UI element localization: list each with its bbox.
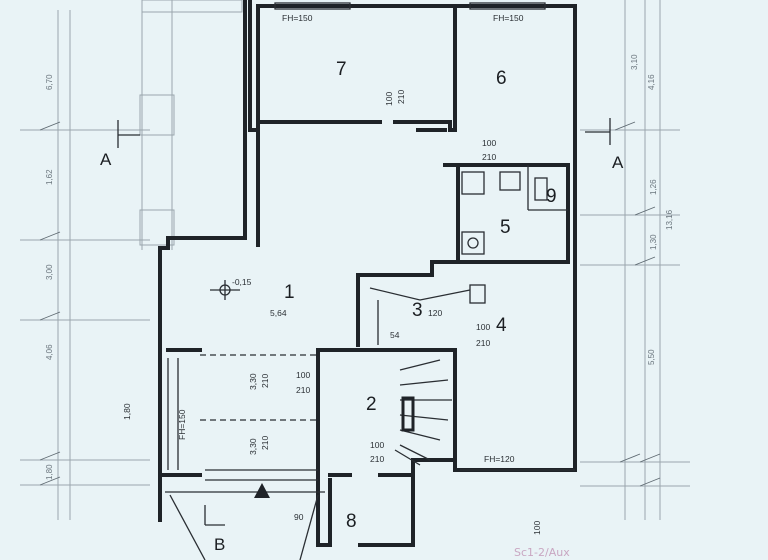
dim-left-1: 6,70 bbox=[45, 74, 54, 90]
room-6-label: 6 bbox=[496, 68, 507, 89]
door-4-num: 100 bbox=[476, 322, 490, 332]
dim-left-2: 1,62 bbox=[45, 169, 54, 185]
right-dimension-chain: 3,10 4,16 1,26 1,30 13,16 5,50 bbox=[580, 0, 690, 520]
walls bbox=[158, 0, 577, 560]
room-5-label: 5 bbox=[500, 217, 511, 238]
door-8-num: 100 bbox=[370, 440, 384, 450]
dim-right-4: 1,30 bbox=[649, 234, 658, 250]
dim-right-6: 5,50 bbox=[647, 349, 656, 365]
left-dimension-chain: 6,70 1,62 3,00 4,06 1,80 bbox=[20, 0, 243, 520]
room-9-label: 9 bbox=[546, 186, 557, 207]
door-2-den: 210 bbox=[296, 385, 310, 395]
dim-left-3: 3,00 bbox=[45, 264, 54, 280]
door-2-num: 100 bbox=[296, 370, 310, 380]
section-a-left: A bbox=[100, 150, 112, 169]
stamp-text: Sc1-2/Aux bbox=[514, 546, 570, 559]
door-5-num: 100 bbox=[482, 138, 496, 148]
room-8-label: 8 bbox=[346, 511, 357, 532]
door-8-den: 210 bbox=[370, 454, 384, 464]
annotations: FH=150 FH=150 100 210 100 210 -0,15 5,64… bbox=[122, 13, 542, 535]
room-1-label: 1 bbox=[284, 282, 295, 303]
dim-100: 100 bbox=[532, 521, 542, 535]
dim-120: 120 bbox=[428, 308, 442, 318]
staircase bbox=[369, 287, 471, 466]
room-7-label: 7 bbox=[336, 59, 347, 80]
dim-left-4: 4,06 bbox=[45, 344, 54, 360]
window-a-2: 210 bbox=[260, 374, 270, 388]
door-7-den: 210 bbox=[396, 90, 406, 104]
span-1: 5,64 bbox=[270, 308, 287, 318]
dim-right-2: 4,16 bbox=[647, 74, 656, 90]
dim-left-5: 1,80 bbox=[45, 464, 54, 480]
dim-right-5: 13,16 bbox=[665, 209, 674, 230]
fh-top-right: FH=150 bbox=[493, 13, 524, 23]
fh-left: FH=150 bbox=[177, 409, 187, 440]
door-5-den: 210 bbox=[482, 152, 496, 162]
window-b-2: 210 bbox=[260, 436, 270, 450]
fixtures bbox=[461, 171, 548, 304]
section-b: B bbox=[214, 535, 225, 554]
dim-right-1: 3,10 bbox=[630, 54, 639, 70]
level-mark: -0,15 bbox=[232, 277, 252, 287]
fh-top-left: FH=150 bbox=[282, 13, 313, 23]
room-3-label: 3 bbox=[412, 300, 423, 321]
dim-180: 1,80 bbox=[122, 403, 132, 420]
window-b-1: 3,30 bbox=[248, 438, 258, 455]
stair-3: 54 bbox=[390, 330, 400, 340]
window-a-1: 3,30 bbox=[248, 373, 258, 390]
door-4-den: 210 bbox=[476, 338, 490, 348]
dim-right-3: 1,26 bbox=[649, 179, 658, 195]
fh-bottom: FH=120 bbox=[484, 454, 515, 464]
door-90: 90 bbox=[294, 512, 304, 522]
room-2-label: 2 bbox=[366, 394, 377, 415]
section-a-right: A bbox=[612, 153, 624, 172]
room-labels: 7 6 9 5 1 3 4 2 8 bbox=[284, 59, 557, 532]
room-4-label: 4 bbox=[496, 315, 507, 336]
entrance-arrow-icon bbox=[254, 483, 270, 498]
section-markers: A A B bbox=[100, 118, 624, 554]
door-7-num: 100 bbox=[384, 92, 394, 106]
